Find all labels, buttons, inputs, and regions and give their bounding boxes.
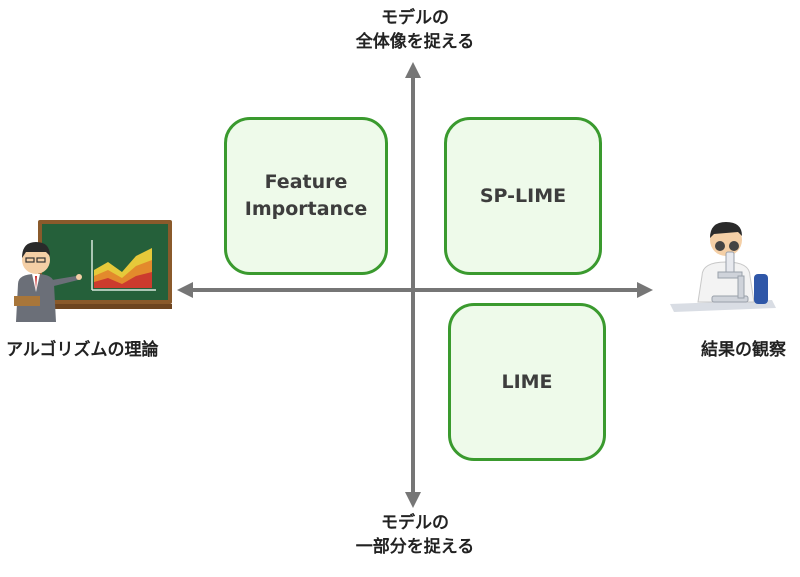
scientist-with-microscope-illustration <box>670 222 776 312</box>
top-axis-label-line-2: 全体像を捉える <box>355 32 475 52</box>
bottom-axis-label-line-1: モデルの <box>381 513 449 533</box>
lime-box: LIME <box>448 303 606 461</box>
top-axis-label: モデルの 全体像を捉える <box>320 6 510 54</box>
sp-lime-label: SP-LIME <box>479 184 567 207</box>
bottom-axis-label-line-2: 一部分を捉える <box>355 537 475 557</box>
feature-importance-label-line-2: Importance <box>244 198 368 220</box>
left-axis-label: アルゴリズムの理論 <box>6 340 159 360</box>
bottom-axis-label: モデルの 一部分を捉える <box>320 511 510 559</box>
sp-lime-box: SP-LIME <box>444 117 602 275</box>
right-axis-label: 結果の観察 <box>701 340 786 360</box>
teacher-at-chalkboard-illustration <box>14 220 172 322</box>
top-axis-label-line-1: モデルの <box>381 8 449 28</box>
feature-importance-box: Feature Importance <box>224 117 388 275</box>
lime-label: LIME <box>501 370 553 393</box>
feature-importance-label-line-1: Feature <box>264 171 348 193</box>
